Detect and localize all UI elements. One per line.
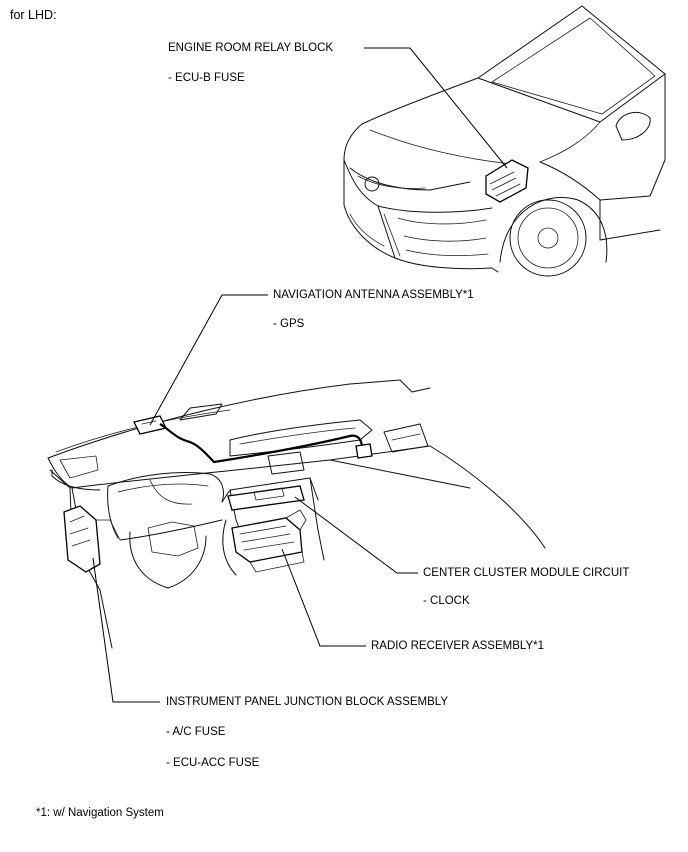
ecu-acc-fuse-label: - ECU-ACC FUSE xyxy=(166,757,260,769)
ecu-b-fuse-label: - ECU-B FUSE xyxy=(168,72,245,84)
leader-radio-receiver xyxy=(281,548,366,647)
car-front-illustration xyxy=(343,5,666,277)
leader-engine-relay xyxy=(364,47,508,169)
page-title: for LHD: xyxy=(10,8,57,22)
instrument-panel-junction-block-label: INSTRUMENT PANEL JUNCTION BLOCK ASSEMBLY xyxy=(166,696,449,708)
radio-receiver-assembly-label: RADIO RECEIVER ASSEMBLY*1 xyxy=(371,640,544,652)
leader-lines xyxy=(92,47,508,703)
leader-nav-antenna xyxy=(149,294,268,426)
instrument-panel-illustration xyxy=(47,379,546,649)
engine-room-relay-block-label: ENGINE ROOM RELAY BLOCK xyxy=(168,42,334,54)
ac-fuse-label: - A/C FUSE xyxy=(166,726,226,738)
clock-label: - CLOCK xyxy=(423,595,470,607)
leader-ip-junction-block xyxy=(92,557,160,703)
leader-center-cluster xyxy=(294,496,418,574)
navigation-antenna-assembly-label: NAVIGATION ANTENNA ASSEMBLY*1 xyxy=(273,289,474,301)
footnote: *1: w/ Navigation System xyxy=(36,807,164,819)
center-cluster-module-circuit-label: CENTER CLUSTER MODULE CIRCUIT xyxy=(423,567,630,579)
gps-label: - GPS xyxy=(273,318,305,330)
